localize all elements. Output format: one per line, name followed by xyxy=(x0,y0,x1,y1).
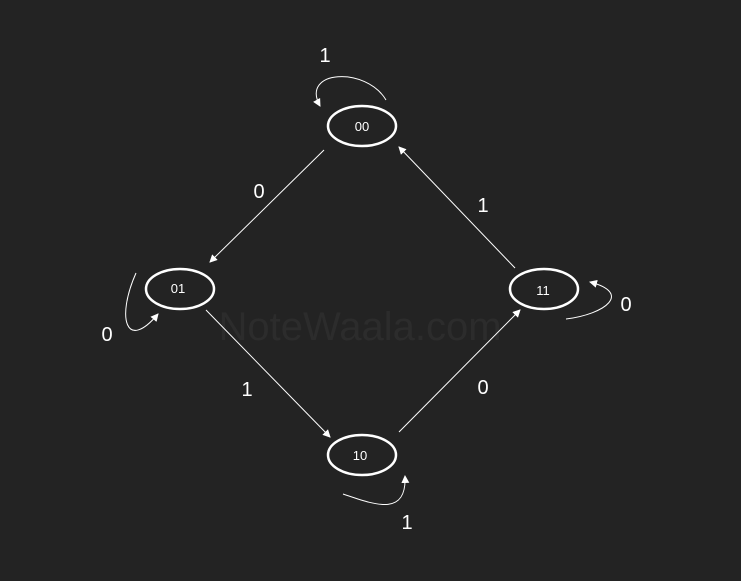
state-label-11: 11 xyxy=(536,283,550,298)
label-11-to-00: 1 xyxy=(477,195,488,217)
state-ellipse xyxy=(326,433,398,477)
state-node-01: 01 xyxy=(144,267,216,311)
label-self-10: 1 xyxy=(401,512,412,534)
self-loop-01 xyxy=(125,272,159,331)
state-label-00: 00 xyxy=(355,119,369,134)
edge-00-to-01 xyxy=(209,149,325,263)
edge-01-to-10 xyxy=(205,309,331,438)
label-01-to-10: 1 xyxy=(241,379,252,401)
self-loop-11 xyxy=(565,279,612,320)
state-label-10: 10 xyxy=(353,448,367,463)
watermark-text: NoteWaala.com xyxy=(218,305,501,349)
self-loop-10 xyxy=(342,475,410,505)
label-10-to-11: 0 xyxy=(477,377,488,399)
state-node-11: 11 xyxy=(508,267,580,311)
state-ellipse xyxy=(326,104,398,148)
label-self-00: 1 xyxy=(319,45,330,67)
state-node-00: 00 xyxy=(326,104,398,148)
state-label-01: 01 xyxy=(171,281,185,296)
self-loop-00 xyxy=(313,76,387,107)
state-ellipse xyxy=(508,267,580,311)
state-ellipse xyxy=(144,267,216,311)
label-self-11: 0 xyxy=(620,294,631,316)
label-00-to-01: 0 xyxy=(253,181,264,203)
state-node-10: 10 xyxy=(326,433,398,477)
label-self-01: 0 xyxy=(101,324,112,346)
edge-11-to-00 xyxy=(398,146,516,269)
edge-10-to-11 xyxy=(398,309,521,433)
